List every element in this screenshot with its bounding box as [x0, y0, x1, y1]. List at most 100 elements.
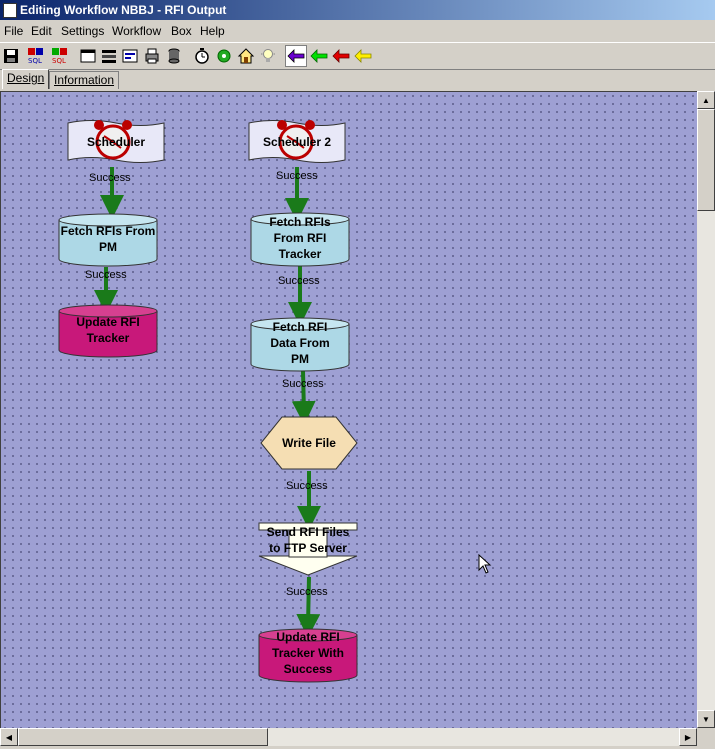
tab-design[interactable]: Design: [2, 69, 50, 89]
edge-label-success: Success: [282, 378, 324, 390]
sql-alt-icon-text: SQL: [52, 57, 66, 65]
sql-button[interactable]: SQL: [26, 46, 46, 66]
scroll-left-button[interactable]: ◀: [0, 728, 18, 746]
align-button[interactable]: [99, 46, 119, 66]
menu-settings[interactable]: Settings: [61, 24, 105, 38]
node-fetch-rfis-from-pm-label: Fetch RFIs From PM: [60, 224, 156, 254]
scroll-corner: [697, 728, 715, 746]
save-button[interactable]: [1, 46, 21, 66]
node-scheduler[interactable]: Scheduler: [66, 118, 166, 166]
gear-icon: [217, 49, 231, 63]
arrow-down-icon: ▼: [702, 714, 710, 724]
edge-label-success: Success: [286, 480, 328, 492]
ftp-arrow-shape: [258, 522, 358, 576]
connector-send-update[interactable]: [296, 576, 321, 638]
vertical-scrollbar[interactable]: ▲ ▼: [697, 91, 715, 728]
gear-button[interactable]: [214, 46, 234, 66]
database-write-shape: [58, 304, 158, 358]
node-write-file-label: Write File: [282, 436, 336, 450]
node-fetch-rfis-from-rfi-tracker[interactable]: Fetch RFIs From RFI Tracker: [250, 212, 350, 268]
node-fetch-rfi-data-from-pm[interactable]: Fetch RFI Data From PM: [250, 317, 350, 373]
node-send-rfi-files-to-ftp-server[interactable]: Send RFI Files to FTP Server: [258, 522, 358, 576]
form-icon: [122, 49, 138, 63]
scroll-up-button[interactable]: ▲: [697, 91, 715, 109]
tab-information[interactable]: Information: [49, 71, 120, 89]
alarm-clock-icon: [94, 120, 132, 160]
hexagon-shape: [260, 416, 358, 470]
node-write-file[interactable]: Write File: [260, 416, 358, 470]
node-update-rfi-tracker-label: Update RFI Tracker: [76, 315, 140, 345]
database-shape: [250, 317, 350, 372]
form-button[interactable]: [120, 46, 140, 66]
arrow-left-green-icon: [310, 49, 328, 63]
lightbulb-button[interactable]: [258, 46, 278, 66]
workflow-canvas[interactable]: Scheduler Fetch RFIs From PM Update RFI …: [0, 91, 698, 729]
database-shape: [58, 213, 158, 267]
connector-fetchdata-write[interactable]: [291, 370, 316, 425]
node-fetch-rfis-from-pm[interactable]: Fetch RFIs From PM: [58, 213, 158, 268]
arrow-yellow-button[interactable]: [353, 46, 373, 66]
tab-design-label: Design: [7, 71, 45, 85]
menu-help[interactable]: Help: [200, 24, 225, 38]
database-button[interactable]: [164, 46, 184, 66]
node-fetch-rfis-from-rfi-tracker-label: Fetch RFIs From RFI Tracker: [269, 215, 331, 261]
align-icon: [102, 50, 116, 63]
home-icon: [237, 48, 255, 64]
arrow-red-button[interactable]: [331, 46, 351, 66]
database-icon: [168, 48, 180, 64]
window-title: Editing Workflow NBBJ - RFI Output: [20, 3, 227, 17]
print-button[interactable]: [142, 46, 162, 66]
horizontal-scroll-thumb[interactable]: [18, 728, 268, 746]
node-update-rfi-tracker-with-success[interactable]: Update RFI Tracker With Success: [258, 628, 358, 684]
arrow-left-yellow-icon: [354, 49, 372, 63]
menu-workflow[interactable]: Workflow: [112, 24, 162, 38]
sql-alt-button[interactable]: SQL: [50, 46, 70, 66]
print-icon: [145, 48, 159, 64]
sql-icon-text: SQL: [28, 57, 42, 65]
alarm-clock-icon: [277, 120, 315, 160]
timer-icon: [195, 48, 209, 64]
save-icon: [4, 49, 18, 63]
database-write-shape: [258, 628, 358, 683]
window-icon: [80, 49, 96, 63]
edge-label-success: Success: [276, 170, 318, 182]
home-button[interactable]: [236, 46, 256, 66]
horizontal-scrollbar[interactable]: ◀ ▶: [0, 728, 697, 746]
node-update-rfi-tracker[interactable]: Update RFI Tracker: [58, 304, 158, 359]
menu-edit[interactable]: Edit: [31, 24, 52, 38]
lightbulb-icon: [261, 49, 275, 62]
node-scheduler-2-label: Scheduler 2: [262, 135, 332, 149]
node-send-rfi-files-to-ftp-server-label: Send RFI Files to FTP Server: [266, 525, 350, 555]
sql-icon: SQL: [28, 48, 43, 65]
node-scheduler-2[interactable]: Scheduler 2: [247, 118, 347, 166]
node-update-rfi-tracker-with-success-label: Update RFI Tracker With Success: [272, 630, 344, 676]
connection-layer: [94, 167, 321, 638]
scroll-right-button[interactable]: ▶: [679, 728, 697, 746]
mouse-cursor-icon: [478, 554, 492, 574]
edge-label-success: Success: [286, 586, 328, 598]
app-icon: [3, 3, 17, 18]
arrow-green-button[interactable]: [309, 46, 329, 66]
arrow-right-icon: ▶: [684, 732, 692, 742]
tab-information-label: Information: [54, 73, 115, 87]
window-button[interactable]: [78, 46, 98, 66]
timer-button[interactable]: [192, 46, 212, 66]
arrow-up-icon: ▲: [702, 95, 710, 105]
arrow-left-purple-icon: [287, 49, 305, 63]
node-scheduler-label: Scheduler: [86, 135, 146, 149]
window-titlebar: Editing Workflow NBBJ - RFI Output: [0, 0, 715, 20]
edge-label-success: Success: [278, 275, 320, 287]
edge-label-success: Success: [85, 269, 127, 281]
node-fetch-rfi-data-from-pm-label: Fetch RFI Data From PM: [270, 320, 330, 366]
menu-bar: File Edit Settings Workflow Box Help: [0, 22, 715, 40]
menu-file[interactable]: File: [4, 24, 24, 38]
vertical-scroll-thumb[interactable]: [697, 109, 715, 211]
tab-strip: Design Information: [0, 69, 715, 90]
database-shape: [250, 212, 350, 267]
arrow-left-red-icon: [332, 49, 350, 63]
scroll-down-button[interactable]: ▼: [697, 710, 715, 728]
arrow-purple-button[interactable]: [285, 45, 307, 67]
arrow-left-icon: ◀: [5, 732, 13, 742]
menu-box[interactable]: Box: [171, 24, 192, 38]
toolbar: SQL SQL: [0, 42, 715, 70]
